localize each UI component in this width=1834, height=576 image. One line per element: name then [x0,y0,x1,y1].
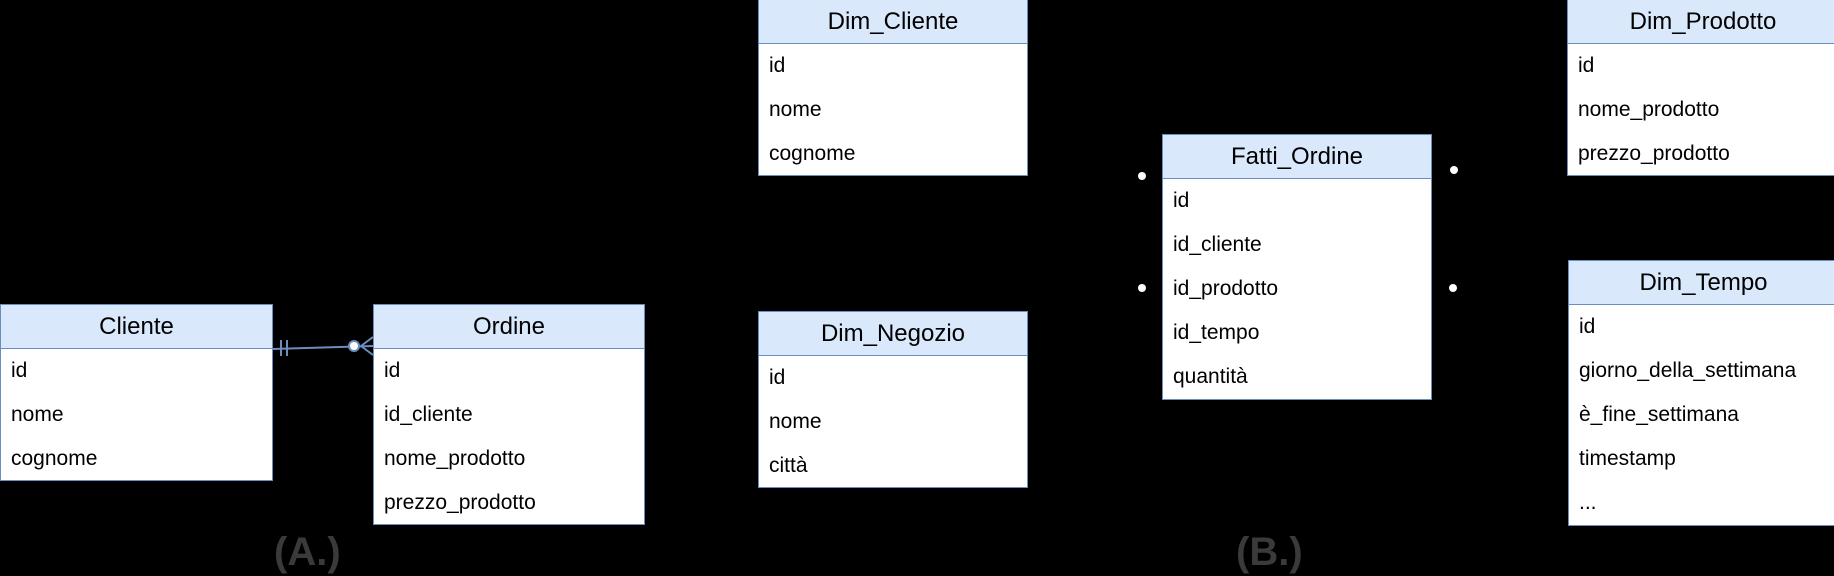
field: nome [769,410,822,433]
entity-title: Cliente [1,305,272,349]
field: id [769,366,786,389]
field: nome_prodotto [1578,98,1720,121]
connector-dot [1449,284,1457,292]
field: id_cliente [1173,233,1262,256]
entity-dim-negozio: Dim_Negozio id nome città [758,311,1028,488]
field: ... [1579,491,1597,514]
field: prezzo_prodotto [384,491,536,514]
field: id [769,54,786,77]
field: nome [11,403,64,426]
field: id [11,359,28,382]
entity-cliente: Cliente id nome cognome [0,304,273,481]
entity-dim-cliente: Dim_Cliente id nome cognome [758,0,1028,176]
field: id [1579,315,1596,338]
field: timestamp [1579,447,1676,470]
zero-mark [348,340,360,352]
connector-dot [1450,166,1458,174]
entity-title: Fatti_Ordine [1163,135,1431,179]
field: id [1173,189,1190,212]
field: città [769,454,808,477]
field: nome_prodotto [384,447,526,470]
entity-title: Dim_Prodotto [1568,0,1834,44]
entity-dim-tempo: Dim_Tempo id giorno_della_settimana è_fi… [1568,260,1834,526]
field: prezzo_prodotto [1578,142,1730,165]
entity-ordine: Ordine id id_cliente nome_prodotto prezz… [373,304,645,525]
entity-title: Dim_Negozio [759,312,1027,356]
entity-title: Ordine [374,305,644,349]
entity-title: Dim_Cliente [759,0,1027,44]
crow-foot [360,345,374,356]
field: quantità [1173,365,1248,388]
field: giorno_della_settimana [1579,359,1797,382]
field: id [384,359,401,382]
panel-label-a: (A.) [274,530,341,574]
crow-foot [360,336,374,347]
field: id [1578,54,1595,77]
field: nome [769,98,822,121]
field: id_prodotto [1173,277,1279,300]
field: id_tempo [1173,321,1260,344]
field: id_cliente [384,403,473,426]
connector-dot [1138,172,1146,180]
entity-dim-prodotto: Dim_Prodotto id nome_prodotto prezzo_pro… [1567,0,1834,176]
field: è_fine_settimana [1579,403,1739,426]
field: cognome [769,142,856,165]
panel-label-b: (B.) [1236,530,1303,574]
entity-title: Dim_Tempo [1569,261,1834,305]
field: cognome [11,447,98,470]
entity-fatti-ordine: Fatti_Ordine id id_cliente id_prodotto i… [1162,134,1432,400]
connector-dot [1138,284,1146,292]
